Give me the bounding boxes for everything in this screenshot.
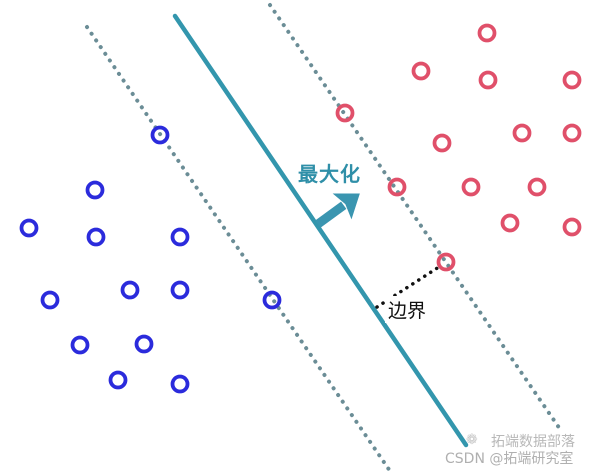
support-line-left bbox=[85, 25, 392, 471]
watermark-line2: CSDN @拓端研究室 bbox=[445, 451, 574, 467]
data-point bbox=[562, 217, 582, 237]
watermark-line1: 拓端数据部落 bbox=[491, 434, 575, 450]
data-point bbox=[86, 227, 106, 247]
data-point bbox=[108, 370, 128, 390]
data-point bbox=[512, 123, 532, 143]
data-point bbox=[40, 290, 60, 310]
data-point bbox=[170, 227, 190, 247]
data-point bbox=[85, 180, 105, 200]
data-point bbox=[562, 70, 582, 90]
class-a-points bbox=[19, 125, 282, 394]
data-point bbox=[120, 280, 140, 300]
data-point bbox=[527, 177, 547, 197]
data-point bbox=[411, 61, 431, 81]
hyperplane-line bbox=[172, 13, 469, 448]
data-point bbox=[461, 177, 481, 197]
data-point bbox=[70, 335, 90, 355]
maximize-label: 最大化 bbox=[298, 162, 361, 186]
data-point bbox=[478, 70, 498, 90]
data-point bbox=[432, 133, 452, 153]
maximize-arrow-icon bbox=[315, 193, 360, 228]
data-point bbox=[170, 280, 190, 300]
data-point bbox=[262, 290, 282, 310]
data-point bbox=[387, 177, 407, 197]
data-point bbox=[335, 103, 355, 123]
data-point bbox=[134, 334, 154, 354]
margin-label: 边界 bbox=[385, 296, 430, 323]
data-point bbox=[19, 218, 39, 238]
data-point bbox=[150, 125, 170, 145]
data-point bbox=[170, 374, 190, 394]
support-line-right bbox=[268, 3, 564, 434]
wechat-icon: ❁ bbox=[466, 432, 478, 448]
class-b-points bbox=[335, 23, 582, 272]
data-point bbox=[436, 252, 456, 272]
data-point bbox=[562, 123, 582, 143]
data-point bbox=[500, 213, 520, 233]
data-point bbox=[477, 23, 497, 43]
